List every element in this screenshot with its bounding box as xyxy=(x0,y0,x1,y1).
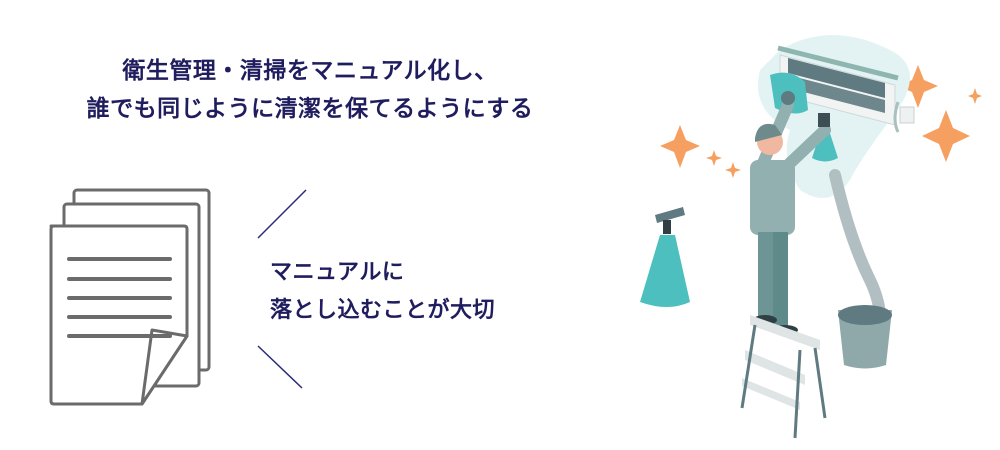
headline-line-1: 衛生管理・清掃をマニュアル化し、 xyxy=(122,58,498,84)
headline-line-2: 誰でも同じように清潔を保てるようにする xyxy=(86,96,534,122)
headline: 衛生管理・清掃をマニュアル化し、 誰でも同じように清潔を保てるようにする xyxy=(30,52,590,128)
worker-figure xyxy=(750,91,831,335)
accent-line-bottom xyxy=(257,345,303,389)
document-stack-icon xyxy=(49,188,211,406)
callout-text: マニュアルに 落とし込むことが大切 xyxy=(270,254,495,330)
step-ladder xyxy=(740,315,827,439)
spray-bottle-icon xyxy=(640,207,690,307)
air-conditioner xyxy=(777,45,899,126)
aircon-cleaning-illustration xyxy=(640,35,982,439)
accent-line-top xyxy=(257,189,307,239)
sparkle-icons xyxy=(660,65,982,178)
callout-line-2: 落とし込むことが大切 xyxy=(270,298,496,323)
callout-line-1: マニュアルに xyxy=(270,260,405,285)
